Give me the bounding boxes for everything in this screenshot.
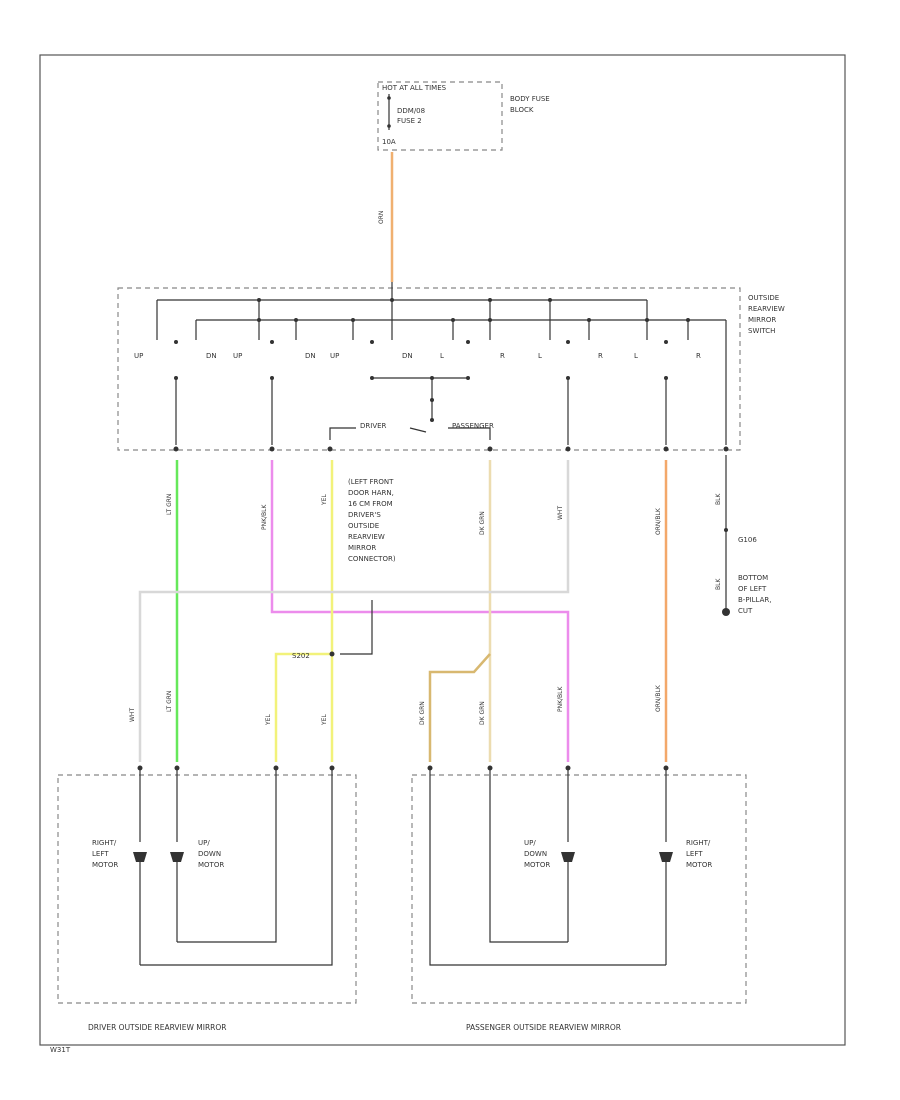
- wire-tan-branch: [428, 653, 491, 762]
- pos-up-2: UP: [233, 352, 242, 360]
- pos-dn-3: DN: [402, 352, 413, 360]
- passenger-label: PASSENGER: [452, 422, 494, 430]
- diagram-frame: [39, 54, 846, 1046]
- ground-loc-4: CUT: [738, 607, 753, 615]
- driver-motor2-l3: MOTOR: [198, 861, 224, 869]
- passenger-motor1-l3: MOTOR: [524, 861, 550, 869]
- passenger-mirror-caption: PASSENGER OUTSIDE REARVIEW MIRROR: [466, 1023, 621, 1032]
- switch-label-3: MIRROR: [748, 316, 776, 324]
- feed-wire-label: ORN: [378, 211, 385, 224]
- driver-motor2-l1: UP/: [198, 839, 210, 847]
- wire-tan-label: DK GRN: [419, 701, 426, 725]
- wire-dk-grn-label-2: DK GRN: [479, 701, 486, 725]
- switch-label-4: SWITCH: [748, 327, 775, 335]
- splice-label: S202: [292, 652, 310, 660]
- wire-orn-blk-label: ORN/BLK: [655, 507, 662, 535]
- connector-note-1: (LEFT FRONT: [348, 478, 394, 486]
- passenger-motor2-l2: LEFT: [686, 850, 703, 858]
- passenger-motor1-l2: DOWN: [524, 850, 547, 858]
- wire-yel-branch: [274, 652, 332, 762]
- wire-wht: [138, 460, 570, 762]
- wire-yel-label: YEL: [321, 494, 328, 506]
- connector-note-2: DOOR HARN,: [348, 489, 394, 497]
- connector-note-3: 16 CM FROM: [348, 500, 393, 508]
- pos-dn-2: DN: [305, 352, 316, 360]
- pos-r-1: R: [500, 352, 505, 360]
- passenger-motor2-l3: MOTOR: [686, 861, 712, 869]
- ground-wire-label: BLK: [715, 578, 722, 590]
- passenger-rl-motor: [659, 852, 673, 862]
- driver-mirror-pins: [137, 765, 335, 771]
- mirror-switch-box: [117, 287, 741, 451]
- connector-note-8: CONNECTOR): [348, 555, 396, 563]
- passenger-mirror-pins: [427, 765, 669, 771]
- figure-id: W31T: [50, 1046, 71, 1054]
- driver-mirror-caption: DRIVER OUTSIDE REARVIEW MIRROR: [88, 1023, 227, 1032]
- passenger-mirror-box: [411, 774, 747, 1004]
- ground-loc-1: BOTTOM: [738, 574, 768, 582]
- fuse-name: DDM/08: [397, 107, 425, 115]
- switch-contacts: [174, 340, 668, 380]
- pos-up-3: UP: [330, 352, 339, 360]
- pos-r-3: R: [696, 352, 701, 360]
- connector-note-5: OUTSIDE: [348, 522, 379, 530]
- hot-at-all-times-label: HOT AT ALL TIMES: [382, 84, 447, 92]
- pos-r-2: R: [598, 352, 603, 360]
- pos-up-1: UP: [134, 352, 143, 360]
- pos-l-1: L: [440, 352, 444, 360]
- wire-dk-grn-label: DK GRN: [479, 511, 486, 535]
- connector-note-7: MIRROR: [348, 544, 376, 552]
- wire-yel-branch-label: YEL: [265, 714, 272, 726]
- connector-note-6: REARVIEW: [348, 533, 385, 541]
- driver-motor1-l2: LEFT: [92, 850, 109, 858]
- wire-pnk-blk: [270, 460, 570, 762]
- ground-loc-2: OF LEFT: [738, 585, 767, 593]
- switch-label-1: OUTSIDE: [748, 294, 779, 302]
- ground-loc-3: B-PILLAR,: [738, 596, 771, 604]
- driver-label: DRIVER: [360, 422, 387, 430]
- connector-note-4: DRIVER'S: [348, 511, 381, 519]
- switch-label-2: REARVIEW: [748, 305, 785, 313]
- body-fuse-block: [377, 81, 503, 151]
- body-fuse-block-label-2: BLOCK: [510, 106, 534, 114]
- fuse-amps: 10A: [382, 138, 396, 146]
- wire-lt-grn-label-2: LT GRN: [166, 691, 173, 712]
- wire-lt-grn-label: LT GRN: [166, 494, 173, 515]
- passenger-motor1-l1: UP/: [524, 839, 536, 847]
- wire-wht-label: WHT: [557, 506, 564, 520]
- passenger-motor2-l1: RIGHT/: [686, 839, 711, 847]
- wire-yel-label-2: YEL: [321, 714, 328, 726]
- bus-nodes: [257, 298, 690, 322]
- wire-wht-label-2: WHT: [129, 708, 136, 722]
- switch-connector-pins: [173, 446, 729, 452]
- wire-orn-blk-label-2: ORN/BLK: [655, 684, 662, 712]
- driver-rl-motor: [133, 852, 147, 862]
- ground-point: [722, 608, 730, 616]
- driver-mirror-box: [57, 774, 357, 1004]
- pos-l-3: L: [634, 352, 638, 360]
- driver-motor1-l1: RIGHT/: [92, 839, 117, 847]
- ground-id: G106: [738, 536, 757, 544]
- driver-motor2-l2: DOWN: [198, 850, 221, 858]
- driver-motor1-l3: MOTOR: [92, 861, 118, 869]
- wire-blk-label: BLK: [715, 493, 722, 505]
- fuse-rating: FUSE 2: [397, 117, 422, 125]
- body-fuse-block-label: BODY FUSE: [510, 95, 550, 103]
- driver-ud-motor: [170, 852, 184, 862]
- wire-pnk-blk-label: PNK/BLK: [261, 503, 268, 530]
- pos-dn-1: DN: [206, 352, 217, 360]
- pos-l-2: L: [538, 352, 542, 360]
- wire-pnk-blk-label-2: PNK/BLK: [557, 685, 564, 712]
- passenger-ud-motor: [561, 852, 575, 862]
